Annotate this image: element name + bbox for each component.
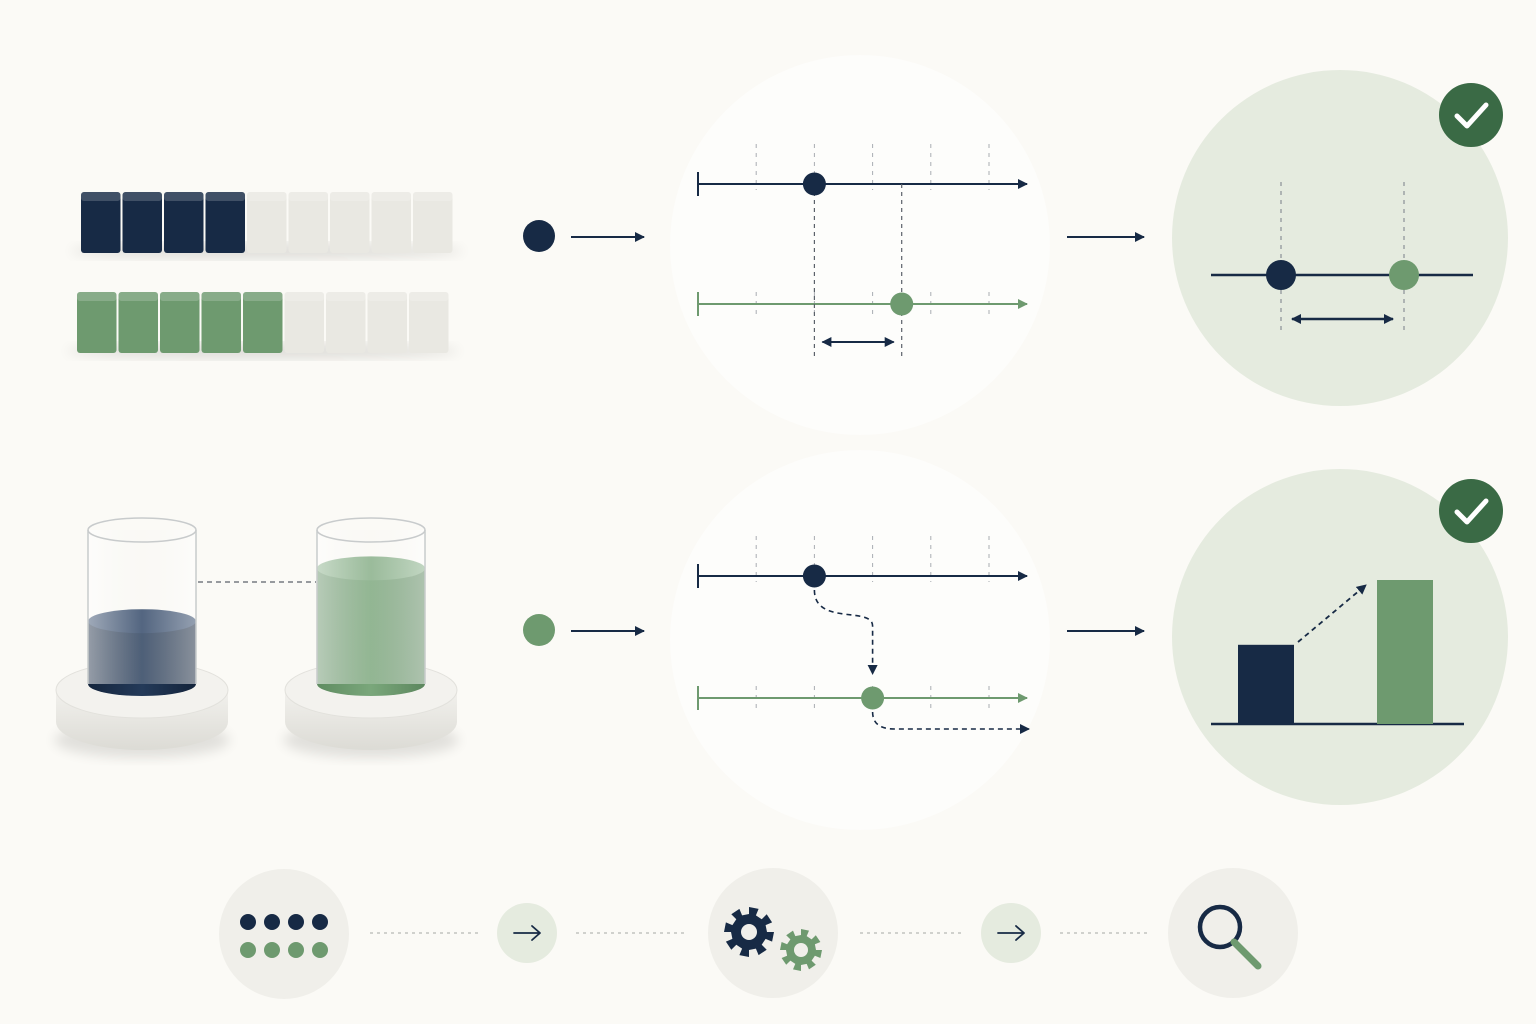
gears-icon — [708, 868, 838, 998]
navy-cylinder — [54, 517, 230, 758]
outcome-circle — [1172, 70, 1508, 406]
filled-block — [160, 292, 200, 353]
navy-point — [802, 172, 826, 196]
navy-point — [1266, 260, 1296, 290]
navy-dot — [264, 914, 280, 930]
checkmark-icon — [1439, 83, 1503, 147]
increase-arrow — [1297, 584, 1367, 643]
number-line-panel — [697, 536, 1030, 734]
gear-hole — [741, 924, 757, 940]
navy-dot — [240, 914, 256, 930]
green-point — [861, 686, 885, 710]
green-cylinder — [283, 517, 459, 758]
navy-dot — [312, 914, 328, 930]
empty-block — [284, 292, 324, 353]
navy-point — [802, 564, 826, 588]
glass — [317, 530, 425, 684]
empty-block — [367, 292, 407, 353]
green-marker-dot — [523, 614, 555, 646]
green-dot — [288, 942, 304, 958]
dots-icon — [219, 869, 349, 999]
empty-block — [247, 192, 287, 253]
filled-block — [77, 292, 117, 353]
filled-block — [122, 192, 162, 253]
empty-block — [288, 192, 328, 253]
magnifier-icon — [1168, 868, 1298, 998]
filled-block — [243, 292, 283, 353]
backdrop-circle-bottom — [670, 450, 1050, 830]
outcome-bar-panel — [1172, 469, 1508, 805]
filled-block — [118, 292, 158, 353]
empty-block — [409, 292, 449, 353]
filled-cylinders — [54, 517, 459, 758]
empty-block — [371, 192, 411, 253]
number-line-panel — [697, 144, 1028, 359]
green-dot — [240, 942, 256, 958]
navy-block-bar — [70, 192, 464, 258]
outcome-gap-panel — [1172, 70, 1508, 406]
navy-dot — [288, 914, 304, 930]
green-dot — [312, 942, 328, 958]
green-point — [1389, 260, 1419, 290]
green-dot — [264, 942, 280, 958]
green-block-bar — [66, 292, 460, 358]
filled-block — [164, 192, 204, 253]
glass — [88, 530, 196, 684]
empty-block — [413, 192, 453, 253]
arrow-right-icon — [497, 903, 557, 963]
filled-block — [201, 292, 241, 353]
backdrop-circle-top — [670, 55, 1050, 435]
green-outcome-bar — [1377, 580, 1433, 724]
empty-block — [326, 292, 366, 353]
shift-arrow — [871, 711, 1030, 734]
filled-block — [81, 192, 121, 253]
block-bars — [66, 192, 464, 358]
process-strip — [219, 868, 1298, 999]
green-point — [890, 292, 914, 316]
filled-block — [205, 192, 245, 253]
navy-marker-dot — [523, 220, 555, 252]
checkmark-icon — [1439, 479, 1503, 543]
shift-arrow — [813, 589, 878, 675]
gear-hole — [794, 943, 808, 957]
navy-outcome-bar — [1238, 644, 1294, 724]
empty-block — [330, 192, 370, 253]
arrow-right-icon — [981, 903, 1041, 963]
